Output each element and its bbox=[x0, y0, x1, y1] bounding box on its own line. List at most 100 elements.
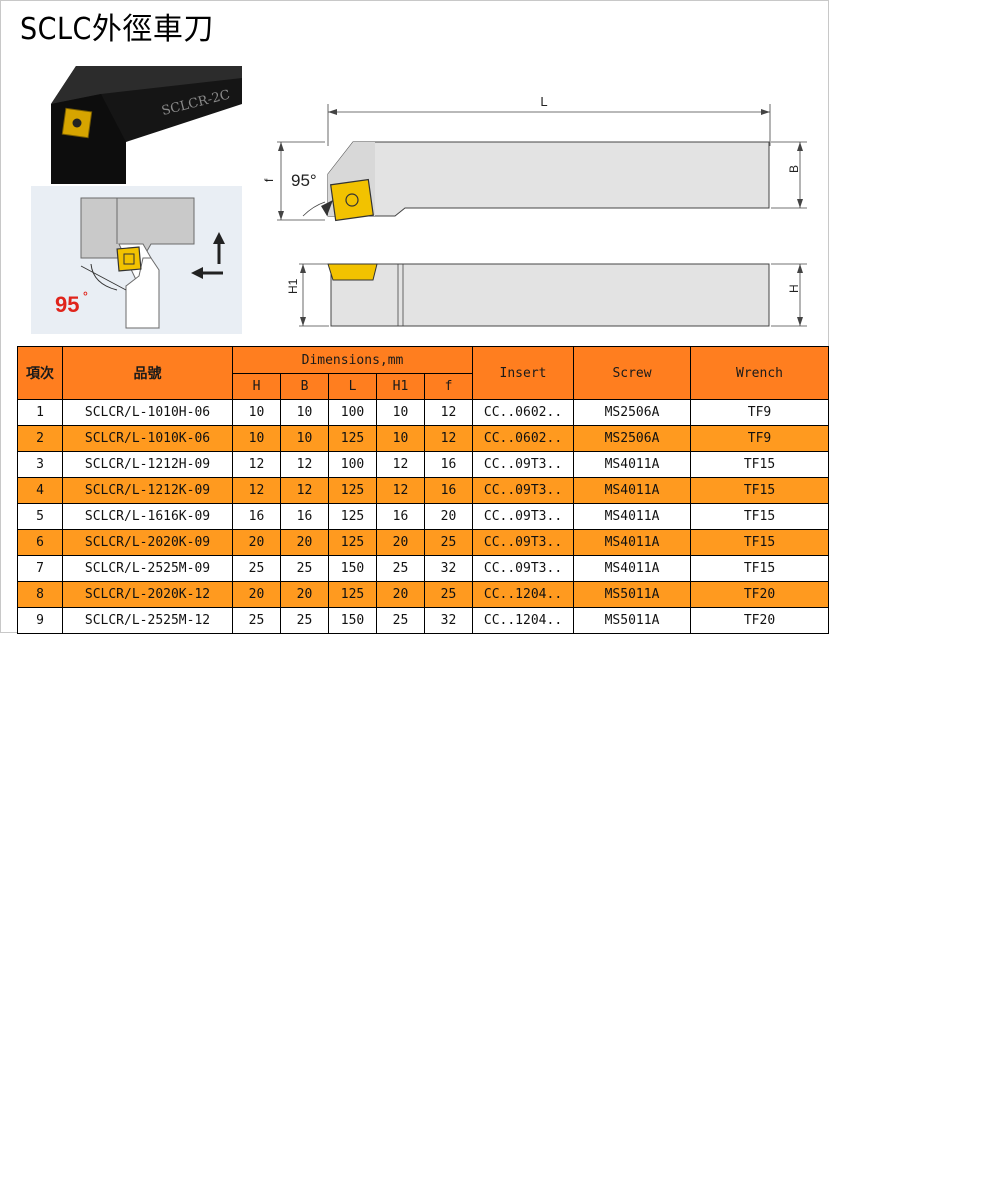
cell-screw: MS2506A bbox=[573, 425, 692, 452]
cell-dim-L: 125 bbox=[328, 581, 377, 608]
cell-wrench: TF15 bbox=[690, 555, 830, 582]
cell-insert: CC..1204.. bbox=[472, 581, 575, 608]
cell-wrench: TF15 bbox=[690, 451, 830, 478]
cell-dim-B: 12 bbox=[280, 451, 329, 478]
cell-dim-B: 25 bbox=[280, 607, 329, 634]
cell-dim-f: 16 bbox=[423, 477, 474, 504]
cell-insert: CC..09T3.. bbox=[472, 451, 575, 478]
cell-part-number: SCLCR/L-1616K-09 bbox=[62, 503, 233, 530]
top-border bbox=[0, 0, 828, 1]
header-item: 項次 bbox=[17, 346, 63, 400]
cell-dim-B: 20 bbox=[280, 581, 329, 608]
cell-item-number: 8 bbox=[17, 581, 63, 608]
header-dimensions: Dimensions,mm bbox=[231, 346, 474, 374]
cell-dim-H1: 20 bbox=[376, 581, 425, 608]
cell-dim-L: 125 bbox=[328, 477, 377, 504]
dim-f-label: f bbox=[262, 178, 276, 182]
cell-dim-H1: 10 bbox=[376, 425, 425, 452]
cell-dim-H: 25 bbox=[232, 607, 281, 634]
cell-part-number: SCLCR/L-1212K-09 bbox=[62, 477, 233, 504]
sketch-angle-value: 95 bbox=[55, 292, 79, 317]
cell-dim-H1: 12 bbox=[376, 477, 425, 504]
cell-dim-f: 25 bbox=[423, 581, 474, 608]
header-dim-H1: H1 bbox=[376, 373, 425, 400]
spec-table: 項次 品號 Dimensions,mm Insert Screw Wrench … bbox=[17, 346, 830, 634]
cell-dim-H1: 25 bbox=[376, 555, 425, 582]
cell-item-number: 4 bbox=[17, 477, 63, 504]
header-dim-B: B bbox=[280, 373, 329, 400]
cell-wrench: TF9 bbox=[690, 399, 830, 426]
cell-dim-H1: 25 bbox=[376, 607, 425, 634]
cell-screw: MS5011A bbox=[573, 607, 692, 634]
cell-insert: CC..09T3.. bbox=[472, 503, 575, 530]
cell-wrench: TF9 bbox=[690, 425, 830, 452]
tool-holder-photo: SCLCR-2C bbox=[31, 64, 242, 186]
cell-part-number: SCLCR/L-1010H-06 bbox=[62, 399, 233, 426]
cell-item-number: 6 bbox=[17, 529, 63, 556]
cell-dim-L: 150 bbox=[328, 607, 377, 634]
header-dim-f: f bbox=[423, 373, 474, 400]
cell-dim-f: 25 bbox=[423, 529, 474, 556]
cell-dim-f: 32 bbox=[423, 607, 474, 634]
approach-angle-sketch: 95 ° bbox=[31, 186, 242, 334]
cell-wrench: TF15 bbox=[690, 477, 830, 504]
cell-dim-L: 125 bbox=[328, 529, 377, 556]
cell-dim-H: 10 bbox=[232, 399, 281, 426]
cell-insert: CC..09T3.. bbox=[472, 477, 575, 504]
cell-screw: MS2506A bbox=[573, 399, 692, 426]
header-screw: Screw bbox=[573, 346, 692, 400]
cell-screw: MS5011A bbox=[573, 581, 692, 608]
cell-dim-f: 20 bbox=[423, 503, 474, 530]
cell-dim-f: 32 bbox=[423, 555, 474, 582]
cell-screw: MS4011A bbox=[573, 477, 692, 504]
cell-dim-L: 100 bbox=[328, 451, 377, 478]
cell-dim-L: 125 bbox=[328, 425, 377, 452]
header-part-number: 品號 bbox=[62, 346, 233, 400]
cell-dim-H: 20 bbox=[232, 581, 281, 608]
cell-dim-L: 150 bbox=[328, 555, 377, 582]
sketch-angle-unit: ° bbox=[83, 289, 88, 303]
cell-insert: CC..09T3.. bbox=[472, 555, 575, 582]
cell-dim-H1: 12 bbox=[376, 451, 425, 478]
cell-item-number: 3 bbox=[17, 451, 63, 478]
header-wrench: Wrench bbox=[690, 346, 830, 400]
cell-part-number: SCLCR/L-2020K-09 bbox=[62, 529, 233, 556]
cell-dim-B: 25 bbox=[280, 555, 329, 582]
cell-dim-H1: 10 bbox=[376, 399, 425, 426]
cell-dim-H: 25 bbox=[232, 555, 281, 582]
cell-dim-B: 10 bbox=[280, 399, 329, 426]
cell-item-number: 1 bbox=[17, 399, 63, 426]
cell-dim-H: 16 bbox=[232, 503, 281, 530]
drawing-angle-label: 95° bbox=[291, 171, 317, 190]
cell-part-number: SCLCR/L-1010K-06 bbox=[62, 425, 233, 452]
cell-dim-f: 12 bbox=[423, 399, 474, 426]
cell-part-number: SCLCR/L-2020K-12 bbox=[62, 581, 233, 608]
cell-part-number: SCLCR/L-1212H-09 bbox=[62, 451, 233, 478]
cell-dim-H1: 20 bbox=[376, 529, 425, 556]
dim-L-label: L bbox=[540, 94, 547, 109]
cell-item-number: 7 bbox=[17, 555, 63, 582]
cell-screw: MS4011A bbox=[573, 503, 692, 530]
cell-dim-f: 12 bbox=[423, 425, 474, 452]
cell-dim-L: 125 bbox=[328, 503, 377, 530]
cell-dim-H1: 16 bbox=[376, 503, 425, 530]
cell-insert: CC..0602.. bbox=[472, 425, 575, 452]
cell-screw: MS4011A bbox=[573, 451, 692, 478]
cell-item-number: 5 bbox=[17, 503, 63, 530]
cell-item-number: 9 bbox=[17, 607, 63, 634]
header-insert: Insert bbox=[472, 346, 575, 400]
cell-insert: CC..0602.. bbox=[472, 399, 575, 426]
cell-insert: CC..09T3.. bbox=[472, 529, 575, 556]
cell-dim-B: 12 bbox=[280, 477, 329, 504]
page-title: SCLC外徑車刀 bbox=[20, 12, 214, 47]
cell-insert: CC..1204.. bbox=[472, 607, 575, 634]
cell-screw: MS4011A bbox=[573, 529, 692, 556]
